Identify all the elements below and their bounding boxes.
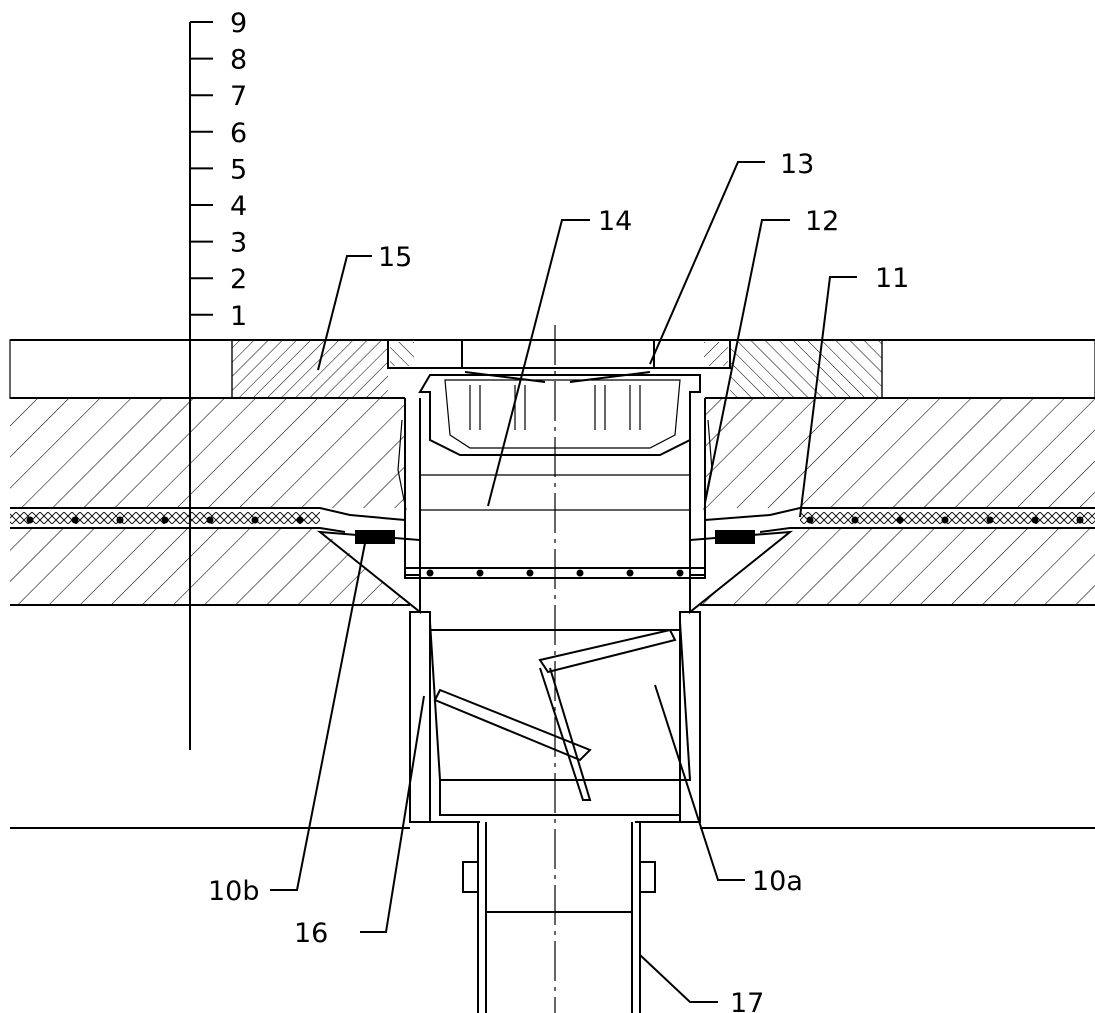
outlet-pipe <box>462 822 656 1013</box>
scale-label: 1 <box>230 301 247 332</box>
scale-label: 8 <box>230 45 247 76</box>
stud-dot <box>676 569 684 577</box>
stud-dot <box>296 516 304 524</box>
callout-15-label: 15 <box>378 242 412 273</box>
callout-11-label: 11 <box>875 263 909 294</box>
callout-10b-label: 10b <box>208 876 260 907</box>
stud-dot <box>626 569 634 577</box>
stud-dot <box>526 569 534 577</box>
stud-dot <box>576 569 584 577</box>
stud-dot <box>206 516 214 524</box>
stud-dot <box>161 516 169 524</box>
flap-valve <box>433 628 677 801</box>
stud-dot <box>476 569 484 577</box>
scale-label: 5 <box>230 154 247 185</box>
callout-14: 14 <box>487 206 632 507</box>
stud-dot <box>896 516 904 524</box>
waterproof-membrane <box>10 507 1095 533</box>
scale-label: 7 <box>230 81 247 112</box>
callout-13: 13 <box>649 149 814 365</box>
stud-dot <box>1031 516 1039 524</box>
callout-10b: 10b <box>208 537 367 907</box>
callout-17-label: 17 <box>730 988 764 1013</box>
scale-label: 3 <box>230 228 247 259</box>
callout-13-label: 13 <box>780 149 814 180</box>
stud-dot <box>116 516 124 524</box>
grate-frame <box>387 339 731 369</box>
scale-label: 9 <box>230 8 247 39</box>
layer-paving <box>232 340 882 398</box>
stud-dot <box>941 516 949 524</box>
layer-concrete-slab <box>10 528 1095 605</box>
callout-12-label: 12 <box>805 206 839 237</box>
layer-screed <box>10 398 1095 508</box>
stud-dot <box>71 516 79 524</box>
callout-15: 15 <box>317 242 412 371</box>
callout-16: 16 <box>294 695 425 949</box>
callout-17: 17 <box>639 954 764 1013</box>
stud-dot <box>851 516 859 524</box>
stud-dot <box>1076 516 1084 524</box>
scale-label: 6 <box>230 118 247 149</box>
layer-boundaries <box>10 339 1095 829</box>
scale-label: 2 <box>230 264 247 295</box>
stud-dot <box>806 516 814 524</box>
callout-14-label: 14 <box>598 206 632 237</box>
stud-dot <box>26 516 34 524</box>
scale-bar: 9 8 7 6 5 4 3 2 1 <box>189 8 247 750</box>
callout-12: 12 <box>705 206 839 498</box>
stud-dot <box>426 569 434 577</box>
callout-10a: 10a <box>654 684 803 897</box>
scale-label: 4 <box>230 191 247 222</box>
stud-dot <box>251 516 259 524</box>
callout-10a-label: 10a <box>752 866 803 897</box>
callout-11: 11 <box>799 263 909 518</box>
callout-16-label: 16 <box>294 918 328 949</box>
dirt-basket <box>418 371 701 456</box>
stud-dot <box>986 516 994 524</box>
